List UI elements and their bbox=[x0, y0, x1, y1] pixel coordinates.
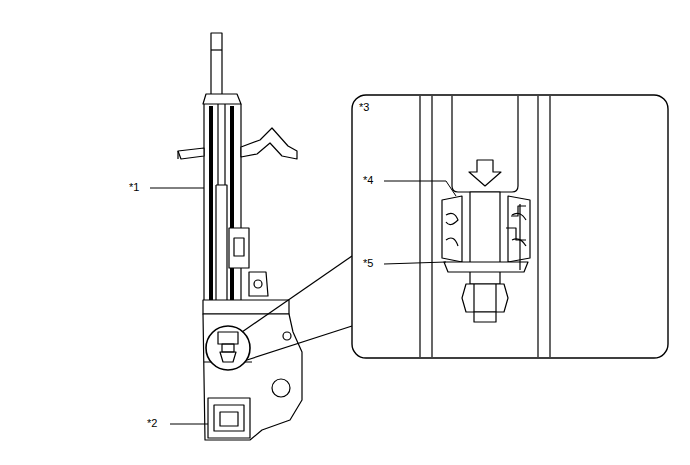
leader-lines bbox=[150, 181, 456, 424]
callout-number: *2 bbox=[146, 417, 158, 430]
callout-number: *1 bbox=[128, 181, 140, 194]
steering-knuckle bbox=[203, 300, 302, 440]
callout-number: *3 bbox=[358, 101, 370, 114]
callout-number: *4 bbox=[362, 174, 374, 187]
spring-seat bbox=[178, 128, 297, 159]
magnifier-circle bbox=[206, 256, 352, 370]
brackets bbox=[229, 228, 268, 296]
callout-number: *5 bbox=[362, 257, 374, 270]
detail-inset bbox=[352, 95, 668, 358]
